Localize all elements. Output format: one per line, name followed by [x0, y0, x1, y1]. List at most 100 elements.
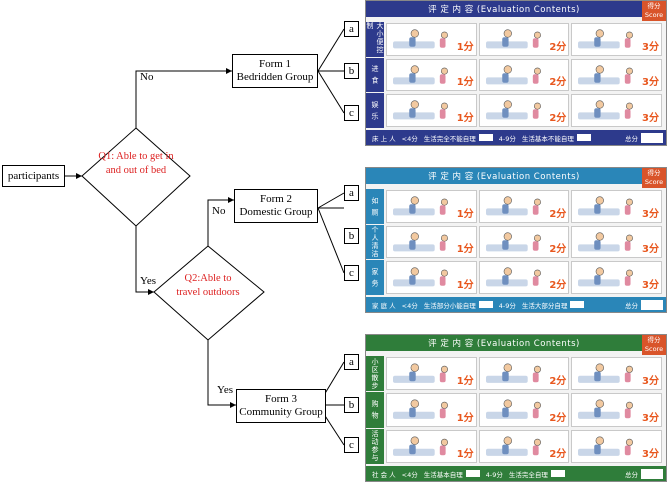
- footer-group: 社 会 人: [372, 470, 396, 479]
- person-illustration: [393, 436, 448, 456]
- person-illustration: [485, 363, 541, 383]
- points-label: 3分: [642, 279, 659, 291]
- total-label: 总分: [625, 470, 638, 479]
- illustration-cell: 1分: [386, 429, 477, 463]
- points-label: 2分: [549, 77, 567, 89]
- item-a-box: a: [344, 185, 359, 201]
- item-a-label: a: [349, 23, 354, 35]
- person-illustration: [393, 196, 448, 216]
- footer-total: 总分: [625, 299, 663, 310]
- form3-title: Form 3: [264, 393, 298, 405]
- points-label: 1分: [456, 448, 474, 460]
- score-badge: 得分 Score: [642, 335, 666, 355]
- points-label: 2分: [549, 112, 567, 124]
- item-a-label: a: [349, 356, 354, 368]
- form3-node: Form 3 Community Group: [236, 389, 326, 423]
- illustration-cell: 2分: [478, 58, 570, 92]
- person-illustration: [393, 232, 448, 252]
- q2-diamond: [153, 245, 265, 341]
- points-label: 1分: [456, 376, 474, 388]
- points-label: 3分: [642, 412, 659, 424]
- footer-item: 生活基本自理: [424, 469, 480, 479]
- total-label: 总分: [625, 134, 638, 143]
- row-label: 大小便控制: [366, 22, 384, 57]
- illustration-cell: 2分: [478, 261, 570, 294]
- illustration-cell: 2分: [478, 94, 570, 127]
- edge-label-yes: Yes: [140, 275, 157, 287]
- points-label: 2分: [549, 244, 567, 256]
- illustration-cell: 1分: [386, 23, 477, 56]
- person-illustration: [393, 363, 448, 383]
- item-b-label: b: [348, 399, 355, 411]
- sheet-row: 娱 乐 1分 2分 3分: [366, 93, 666, 128]
- footer-total: 总分: [625, 468, 663, 479]
- footer-item: 4-9分: [498, 301, 516, 310]
- sheet-header: 评 定 内 容 (Evaluation Contents): [366, 168, 642, 184]
- person-illustration: [578, 65, 634, 85]
- points-label: 2分: [549, 448, 567, 460]
- footer-item: 生活完全不能自理: [424, 133, 493, 143]
- form2-group: Domestic Group: [239, 206, 313, 218]
- illustration-cell: 2分: [478, 357, 570, 391]
- illustration-cell: 3分: [571, 261, 662, 294]
- score-badge: 得分 Score: [642, 168, 666, 188]
- illustration-cell: 3分: [571, 94, 662, 127]
- person-illustration: [485, 196, 541, 216]
- footer-total: 总分: [625, 132, 663, 143]
- q2-text: Q2:Able to travel outdoors: [176, 273, 240, 298]
- illustration-cell: 2分: [478, 225, 570, 259]
- footer-item: <4分: [401, 134, 418, 143]
- points-label: 2分: [549, 279, 567, 291]
- footer-item: 生活完全自理: [509, 469, 565, 479]
- illustration-cell: 3分: [571, 23, 662, 56]
- illustration-cell: 1分: [386, 190, 477, 223]
- row-label: 娱 乐: [366, 93, 384, 128]
- points-label: 1分: [456, 208, 474, 220]
- item-b-box: b: [344, 228, 359, 244]
- illustration-cell: 2分: [478, 393, 570, 427]
- points-label: 3分: [642, 112, 659, 124]
- total-label: 总分: [625, 301, 638, 310]
- person-illustration: [393, 399, 448, 420]
- edge-label-yes: Yes: [217, 384, 234, 396]
- points-label: 3分: [642, 41, 659, 53]
- edge-label-no: No: [140, 71, 154, 83]
- item-c-box: c: [344, 265, 359, 281]
- row-label: 小区散步: [366, 356, 384, 392]
- footer-item: 生活基本不能自理: [522, 133, 591, 143]
- item-c-label: c: [349, 107, 354, 119]
- person-illustration: [578, 100, 634, 120]
- points-label: 1分: [456, 279, 474, 291]
- person-illustration: [393, 267, 448, 287]
- row-label: 活动参与: [366, 428, 384, 464]
- form1-node: Form 1 Bedridden Group: [232, 54, 318, 88]
- person-illustration: [393, 65, 448, 85]
- form3-evaluation-sheet: 评 定 内 容 (Evaluation Contents)得分 Score 小区散…: [365, 334, 667, 482]
- total-box: [641, 468, 663, 479]
- points-label: 1分: [456, 112, 474, 124]
- illustration-cell: 1分: [386, 225, 477, 259]
- item-b-label: b: [348, 65, 355, 77]
- footer-item: 4-9分: [498, 134, 516, 143]
- score-badge: 得分 Score: [642, 1, 666, 21]
- person-illustration: [578, 436, 634, 456]
- form2-title: Form 2: [259, 193, 293, 205]
- form1-title: Form 1: [258, 58, 292, 70]
- item-b-box: b: [344, 63, 359, 79]
- points-label: 3分: [642, 208, 659, 220]
- illustration-cell: 1分: [386, 94, 477, 127]
- illustration-cell: 2分: [478, 23, 570, 56]
- total-box: [641, 132, 663, 143]
- illustration-cell: 1分: [386, 393, 477, 427]
- sheet-header: 评 定 内 容 (Evaluation Contents): [366, 335, 642, 351]
- form2-node: Form 2 Domestic Group: [234, 189, 318, 223]
- q1-text: Q1: Able to get in and out of bed: [98, 151, 174, 176]
- points-label: 1分: [456, 41, 474, 53]
